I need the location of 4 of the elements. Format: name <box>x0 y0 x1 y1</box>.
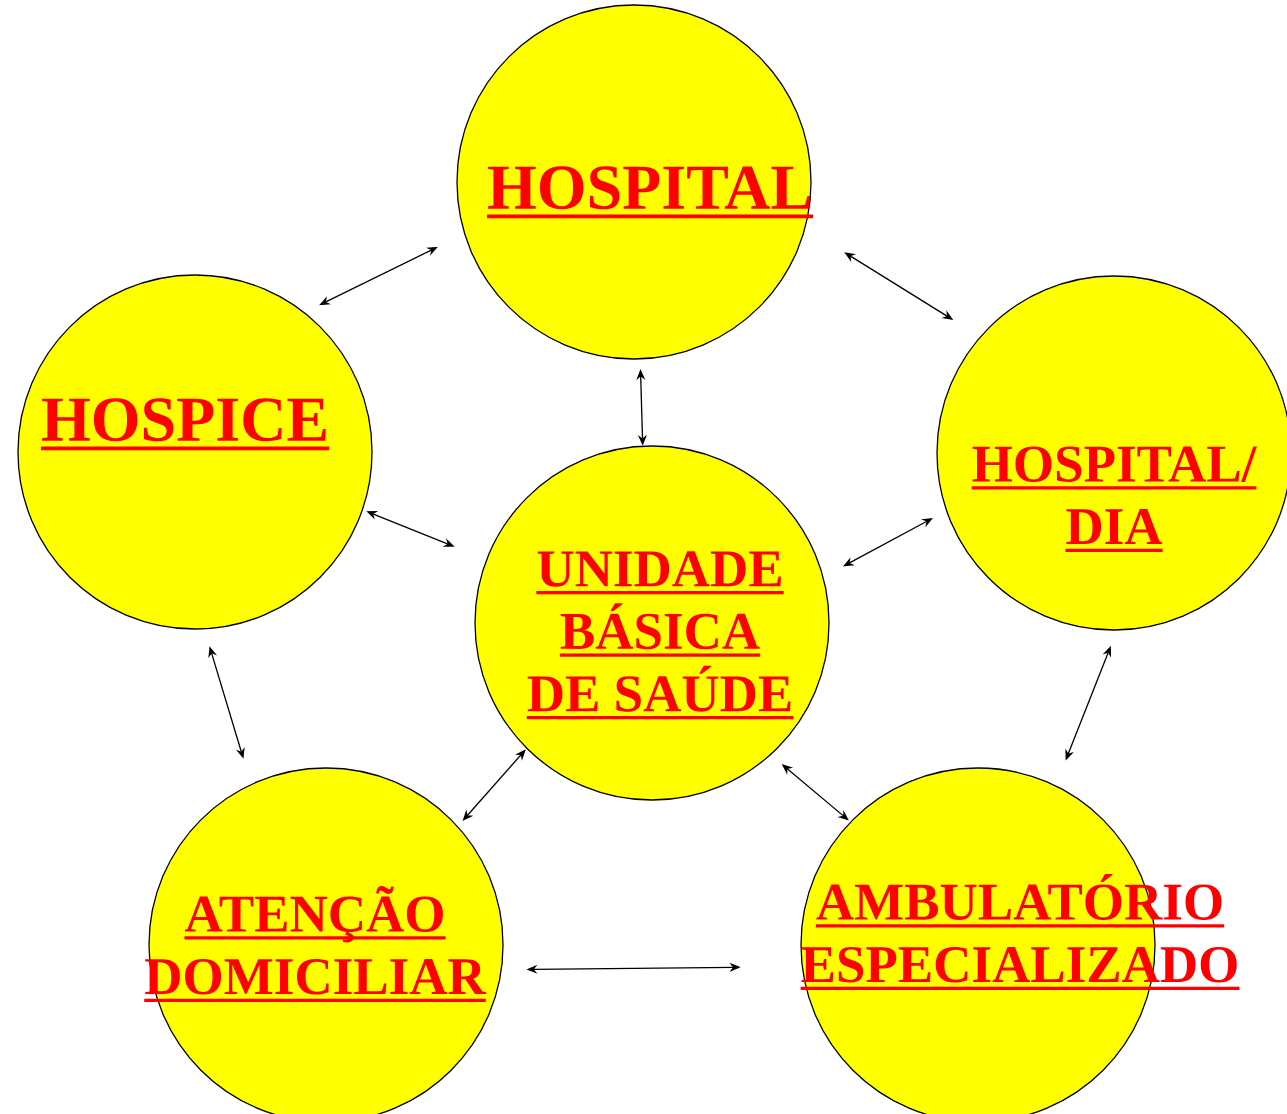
node-label: HOSPICE <box>40 398 330 451</box>
arrow <box>319 246 438 306</box>
node-label: HOSPITAL/ DIA <box>971 446 1257 552</box>
node-label: UNIDADE BÁSICA DE SAÚDE <box>526 551 794 720</box>
